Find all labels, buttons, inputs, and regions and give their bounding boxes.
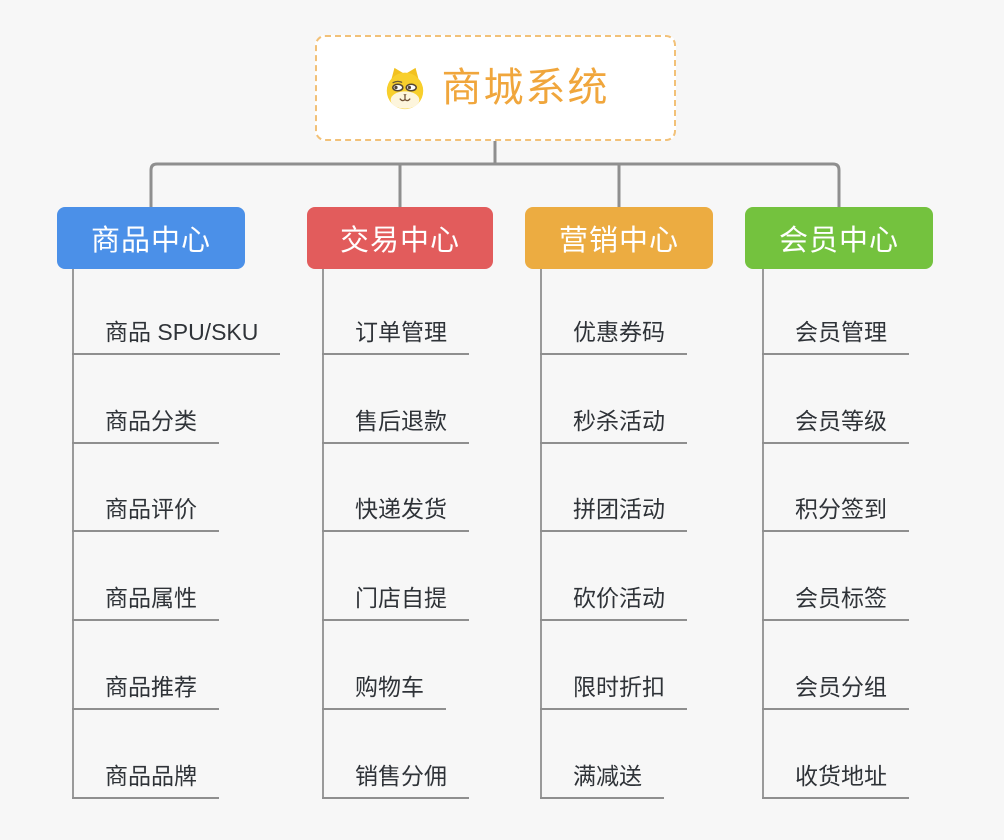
leaf-node[interactable]: 收货地址	[762, 755, 909, 799]
doge-icon	[386, 67, 423, 110]
leaf-node[interactable]: 砍价活动	[540, 577, 687, 621]
leaf-node[interactable]: 商品品牌	[72, 755, 219, 799]
leaf-node[interactable]: 售后退款	[322, 400, 469, 444]
leaf-node[interactable]: 门店自提	[322, 577, 469, 621]
branch-label: 会员中心	[778, 225, 899, 257]
leaf-node[interactable]: 商品推荐	[72, 666, 219, 710]
leaf-node[interactable]: 商品评价	[72, 488, 219, 532]
leaf-node[interactable]: 优惠券码	[540, 311, 687, 355]
leaf-node[interactable]: 订单管理	[322, 311, 469, 355]
leaf-node[interactable]: 商品属性	[72, 577, 219, 621]
leaf-node[interactable]: 会员等级	[762, 400, 909, 444]
branch-node-product[interactable]: 商品中心	[57, 207, 245, 269]
leaf-node[interactable]: 秒杀活动	[540, 400, 687, 444]
leaf-node[interactable]: 积分签到	[762, 488, 909, 532]
branch-node-marketing[interactable]: 营销中心	[525, 207, 713, 269]
leaf-node[interactable]: 快递发货	[322, 488, 469, 532]
root-title: 商城系统	[441, 66, 610, 110]
leaf-node[interactable]: 商品分类	[72, 400, 219, 444]
leaf-node[interactable]: 购物车	[322, 666, 446, 710]
leaf-node[interactable]: 限时折扣	[540, 666, 687, 710]
branch-label: 商品中心	[90, 225, 211, 257]
leaf-node[interactable]: 会员管理	[762, 311, 909, 355]
root-node[interactable]: 商城系统	[315, 35, 676, 141]
leaf-node[interactable]: 拼团活动	[540, 488, 687, 532]
leaf-node[interactable]: 满减送	[540, 755, 664, 799]
branch-label: 营销中心	[558, 225, 679, 257]
branch-node-trade[interactable]: 交易中心	[307, 207, 493, 269]
leaf-node[interactable]: 销售分佣	[322, 755, 469, 799]
leaf-node[interactable]: 商品 SPU/SKU	[72, 311, 281, 355]
branch-node-member[interactable]: 会员中心	[745, 207, 933, 269]
leaf-node[interactable]: 会员分组	[762, 666, 909, 710]
leaf-node[interactable]: 会员标签	[762, 577, 909, 621]
branch-label: 交易中心	[339, 225, 460, 257]
